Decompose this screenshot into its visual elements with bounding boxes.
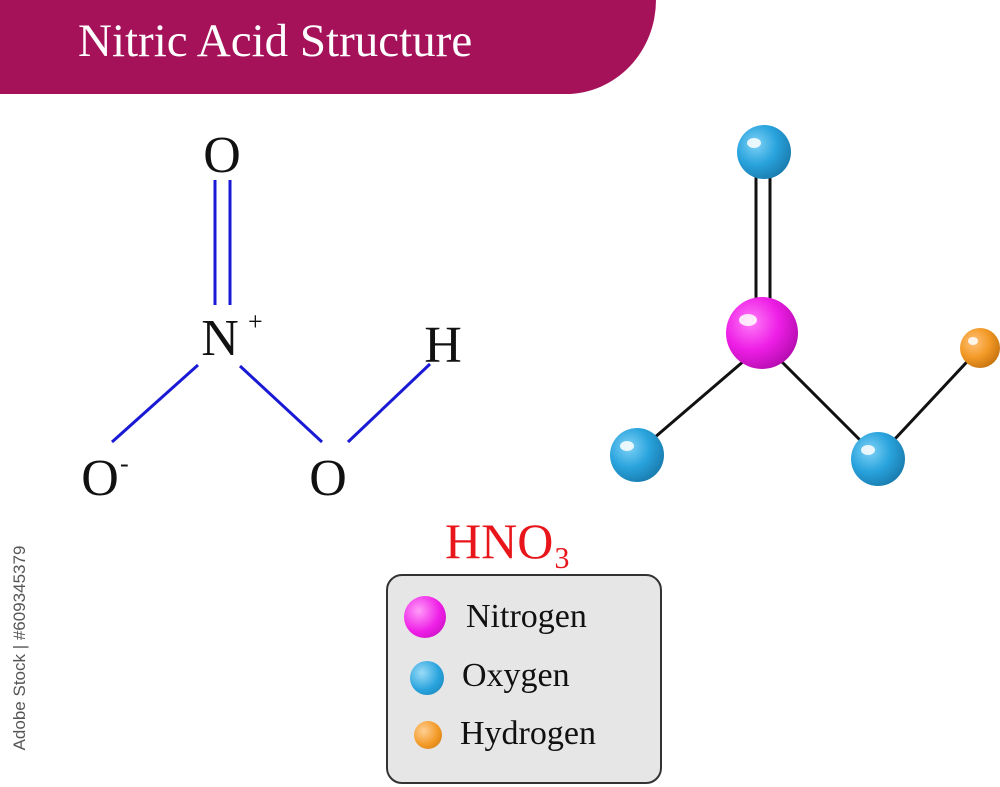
atom-o-top: O <box>203 127 241 184</box>
legend-item-hydrogen: Hydrogen <box>388 711 664 761</box>
legend-item-oxygen: Oxygen <box>388 653 664 703</box>
atom-h: H <box>424 317 462 374</box>
legend-label-oxygen: Oxygen <box>462 657 570 694</box>
oxygen-ball-right <box>851 432 905 486</box>
legend-label-hydrogen: Hydrogen <box>460 715 596 752</box>
stick-o-h <box>878 348 980 457</box>
chemical-formula: HNO₃ <box>445 513 571 569</box>
hydrogen-ball <box>960 328 1000 368</box>
nitrogen-icon <box>404 596 446 638</box>
nitrogen-ball <box>726 297 798 369</box>
oxygen-icon <box>410 661 444 695</box>
atom-n: N <box>201 310 239 367</box>
hydrogen-icon <box>414 721 442 749</box>
legend-label-nitrogen: Nitrogen <box>466 598 587 635</box>
title-banner: Nitric Acid Structure <box>0 0 656 94</box>
ball-and-stick-model <box>610 125 1000 486</box>
page-title: Nitric Acid Structure <box>78 15 473 67</box>
stick-n-o-left <box>639 358 746 452</box>
o-left-charge: - <box>120 449 129 478</box>
atom-o-right: O <box>309 450 347 507</box>
bond-n-o-right <box>238 364 324 444</box>
bond-n-o-left <box>110 363 200 444</box>
atom-o-left: O <box>81 450 119 507</box>
bond-o-h <box>346 362 432 444</box>
oxygen-ball-top <box>737 125 791 179</box>
structural-formula: O N + H O - O <box>81 127 462 507</box>
watermark-text: Adobe Stock | #609345379 <box>10 545 29 751</box>
legend: Nitrogen Oxygen Hydrogen <box>386 574 662 784</box>
stock-watermark: Adobe Stock | #609345379 <box>0 545 40 751</box>
oxygen-ball-left <box>610 428 664 482</box>
n-charge: + <box>248 307 263 336</box>
stick-n-o-right <box>778 358 877 457</box>
legend-item-nitrogen: Nitrogen <box>388 592 664 642</box>
